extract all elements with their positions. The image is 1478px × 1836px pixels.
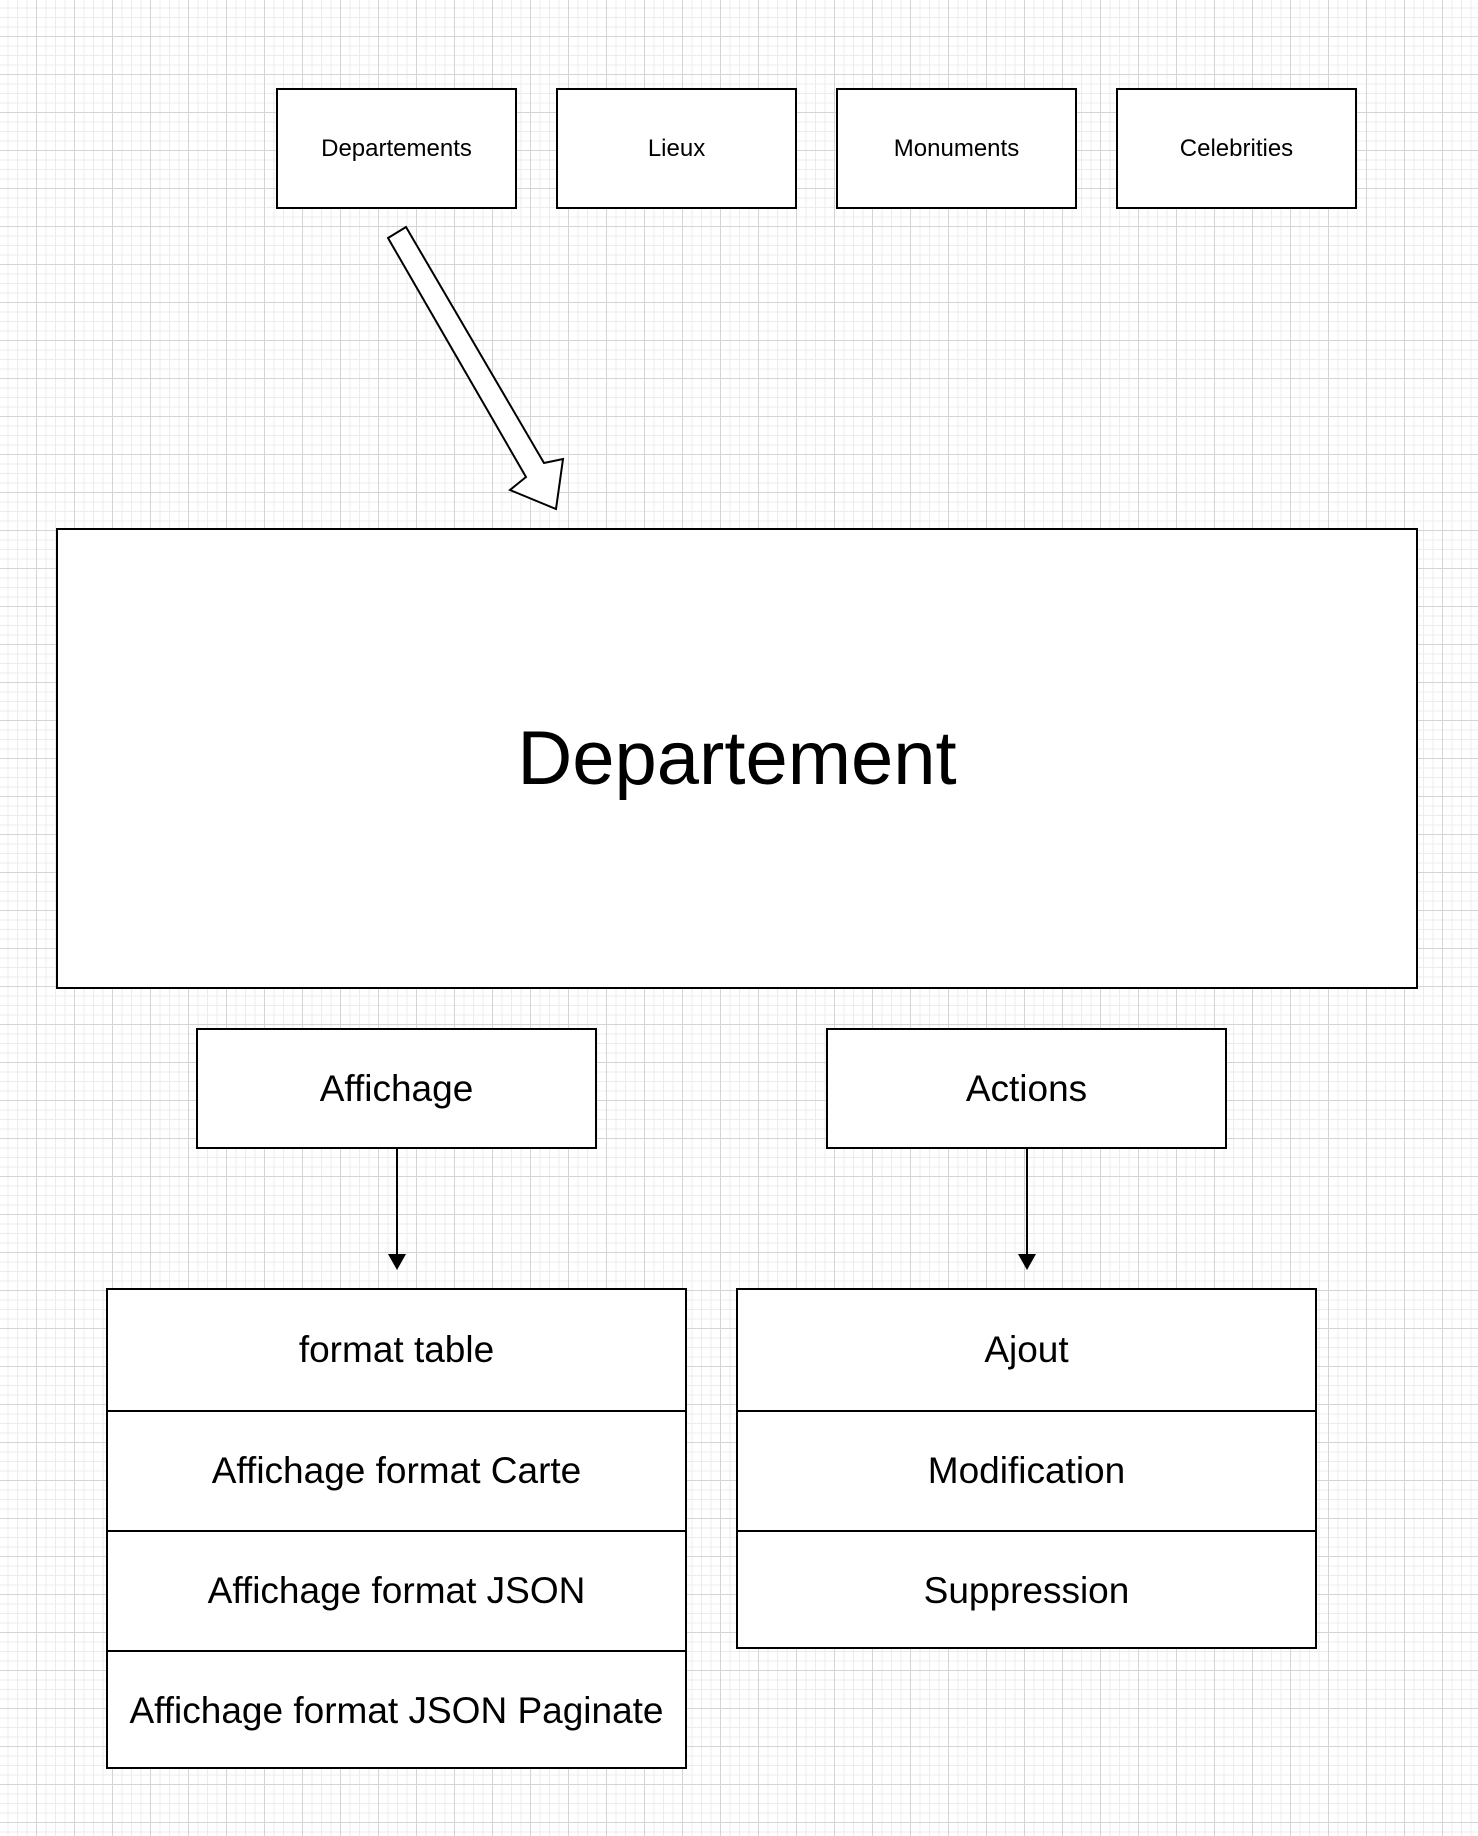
actions-label: Actions <box>965 1067 1088 1109</box>
list-item-format-carte[interactable]: Affichage format Carte <box>108 1410 685 1530</box>
nav-box-lieux[interactable]: Lieux <box>556 88 797 209</box>
nav-box-departements[interactable]: Departements <box>276 88 517 209</box>
nav-box-celebrities[interactable]: Celebrities <box>1116 88 1357 209</box>
nav-label-celebrities: Celebrities <box>1179 134 1294 162</box>
affichage-box[interactable]: Affichage <box>196 1028 597 1149</box>
affichage-label: Affichage <box>319 1067 474 1109</box>
arrow-actions-to-list <box>1018 1149 1036 1270</box>
list-item-ajout[interactable]: Ajout <box>984 1329 1069 1370</box>
nav-label-lieux: Lieux <box>647 134 706 162</box>
arrow-affichage-to-list <box>388 1149 406 1270</box>
hollow-arrow-nav-to-main <box>386 225 565 511</box>
list-item-format-table[interactable]: format table <box>298 1329 495 1370</box>
actions-list: Ajout Modification Suppression <box>736 1288 1317 1649</box>
nav-box-monuments[interactable]: Monuments <box>836 88 1077 209</box>
nav-label-departements: Departements <box>321 134 472 162</box>
affichage-list: format table Affichage format Carte Affi… <box>106 1288 687 1769</box>
departement-main-box[interactable]: Departement <box>56 528 1418 989</box>
list-item-suppression[interactable]: Suppression <box>738 1530 1315 1650</box>
main-title: Departement <box>517 716 957 801</box>
actions-box[interactable]: Actions <box>826 1028 1227 1149</box>
list-item-format-json-paginate[interactable]: Affichage format JSON Paginate <box>108 1650 685 1770</box>
list-item-modification[interactable]: Modification <box>738 1410 1315 1530</box>
list-item-format-json[interactable]: Affichage format JSON <box>108 1530 685 1650</box>
nav-label-monuments: Monuments <box>893 134 1020 162</box>
